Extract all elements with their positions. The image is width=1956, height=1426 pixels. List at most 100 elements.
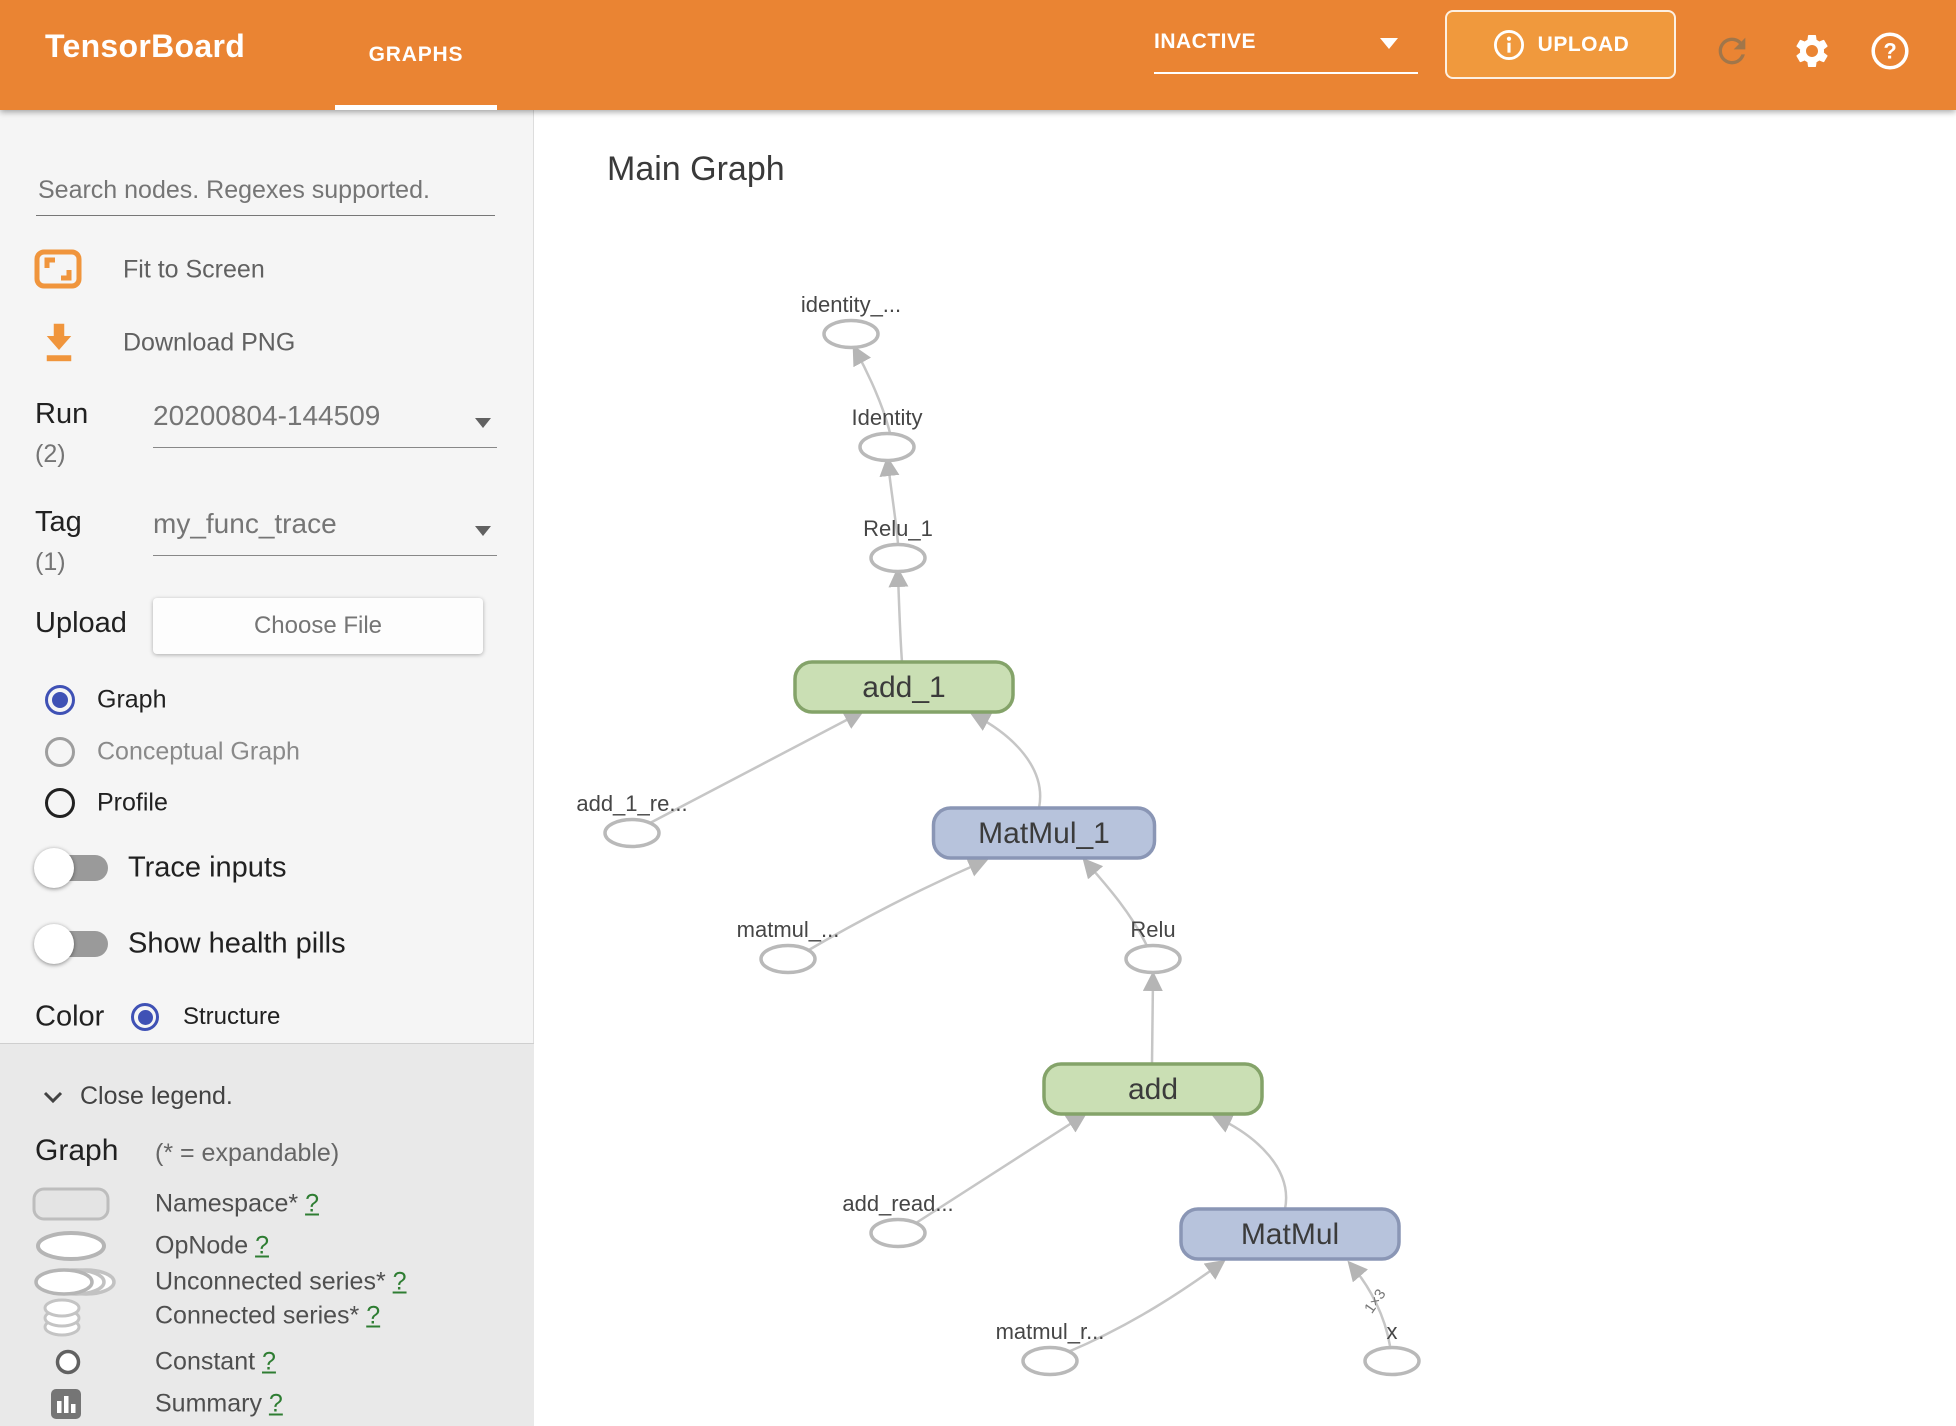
graph-node-matmul[interactable]: MatMul	[1179, 1207, 1401, 1261]
trace-inputs-label: Trace inputs	[128, 851, 287, 884]
view-radio-conceptual-graph-label: Conceptual Graph	[97, 737, 300, 766]
show-health-pills-toggle[interactable]: Show health pills	[0, 918, 534, 970]
chevron-down-icon	[475, 526, 491, 536]
toggle-off-icon	[34, 924, 108, 964]
graph-node-label: identity_...	[801, 292, 901, 317]
view-radio-graph-label: Graph	[97, 685, 167, 714]
upload-label: Upload	[35, 607, 127, 639]
graph-node-add-1[interactable]: add_1	[793, 660, 1015, 714]
unconnected-series-icon	[26, 1265, 116, 1299]
legend-item-label: Constant ?	[155, 1347, 276, 1376]
color-structure-radio[interactable]	[131, 1003, 159, 1031]
graph-node-add-1-read[interactable]: add_1_re...	[576, 791, 688, 849]
tag-select[interactable]: my_func_trace	[153, 508, 497, 556]
run-label: Run	[35, 398, 89, 430]
download-png-label: Download PNG	[123, 328, 296, 357]
tag-label: Tag	[35, 506, 82, 538]
svg-text:?: ?	[1883, 39, 1896, 64]
download-icon	[38, 320, 80, 371]
radio-unselected-icon	[45, 737, 75, 767]
app-title: TensorBoard	[45, 28, 246, 64]
graph-node-matmul-read-1[interactable]: matmul_...	[737, 917, 840, 975]
radio-selected-icon	[45, 685, 75, 715]
graph-node-relu[interactable]: Relu	[1124, 917, 1182, 975]
tab-graphs[interactable]: GRAPHS	[368, 43, 464, 66]
graph-node-x[interactable]: x	[1363, 1319, 1421, 1377]
view-radio-profile[interactable]: Profile	[0, 783, 534, 823]
graph-node-label: Relu	[1130, 917, 1175, 942]
close-legend-button[interactable]: Close legend.	[40, 1082, 233, 1111]
search-input[interactable]	[36, 166, 495, 216]
graph-edge-identity-to-identity-out	[852, 344, 892, 434]
help-link[interactable]: ?	[366, 1301, 381, 1330]
help-icon[interactable]: ?	[1868, 29, 1912, 73]
opnode-icon	[26, 1229, 116, 1263]
tag-select-value: my_func_trace	[153, 508, 337, 539]
graph-node-label: Identity	[852, 405, 923, 430]
refresh-icon[interactable]	[1710, 29, 1754, 73]
graph-node-label: add_read...	[842, 1191, 953, 1216]
close-legend-label: Close legend.	[80, 1082, 233, 1110]
graph-node-relu-1[interactable]: Relu_1	[863, 516, 933, 574]
legend-item-connected-series: Connected series* ?	[0, 1296, 534, 1337]
legend-item-label: Namespace* ?	[155, 1189, 319, 1218]
info-icon	[1492, 28, 1526, 62]
sidebar: Fit to Screen Download PNG Run (2) 20200…	[0, 110, 534, 1426]
graph-node-matmul-1[interactable]: MatMul_1	[931, 806, 1157, 860]
legend-heading: Graph	[35, 1134, 119, 1167]
graph-edge-x-to-matmul	[1347, 1260, 1392, 1347]
trace-inputs-toggle[interactable]: Trace inputs	[0, 842, 534, 894]
help-link[interactable]: ?	[305, 1189, 319, 1218]
run-count: (2)	[35, 440, 66, 468]
view-radio-profile-label: Profile	[97, 788, 168, 817]
graph-edge-relu-to-matmul-1	[1082, 857, 1149, 947]
status-dropdown-underline	[1154, 72, 1418, 74]
chevron-down-icon	[475, 418, 491, 428]
fit-to-screen-button[interactable]: Fit to Screen	[0, 247, 534, 293]
graph-edge-add-1-to-relu-1	[888, 567, 909, 663]
legend-item-label: Summary ?	[155, 1389, 283, 1418]
help-link[interactable]: ?	[255, 1231, 269, 1260]
chevron-down-icon	[40, 1086, 66, 1108]
graph-node-label: add_1	[862, 671, 945, 704]
status-dropdown[interactable]: INACTIVE	[1154, 22, 1418, 74]
computation-graph[interactable]: 1×3identity_...IdentityRelu_1add_1add_1_…	[534, 110, 1956, 1426]
app-header: TensorBoard GRAPHS INACTIVE UPLOAD	[0, 0, 1956, 110]
help-link[interactable]: ?	[268, 1389, 283, 1418]
upload-button[interactable]: UPLOAD	[1445, 10, 1676, 79]
graph-node-label: add	[1128, 1073, 1178, 1106]
tab-active-indicator	[335, 105, 497, 110]
gear-icon[interactable]	[1790, 29, 1834, 73]
graph-node-label: matmul_r...	[996, 1319, 1105, 1344]
graph-node-identity-out[interactable]: identity_...	[801, 292, 901, 350]
run-select[interactable]: 20200804-144509	[153, 400, 497, 448]
view-radio-conceptual-graph[interactable]: Conceptual Graph	[0, 732, 534, 772]
graph-node-identity[interactable]: Identity	[852, 405, 923, 463]
choose-file-button[interactable]: Choose File	[153, 598, 483, 654]
legend-item-label: OpNode ?	[155, 1231, 269, 1260]
chevron-down-icon	[1380, 38, 1398, 49]
upload-button-label: UPLOAD	[1537, 32, 1630, 56]
graph-edge-add-to-relu	[1142, 971, 1163, 1065]
legend-item-label: Connected series* ?	[155, 1301, 381, 1330]
legend-item-unconnected-series: Unconnected series* ?	[0, 1262, 534, 1302]
main-graph-title: Main Graph	[607, 150, 785, 188]
graph-node-add[interactable]: add	[1042, 1062, 1264, 1116]
help-link[interactable]: ?	[262, 1347, 276, 1376]
graph-node-add-read[interactable]: add_read...	[842, 1191, 954, 1249]
graph-edge-matmul-to-add	[1211, 1114, 1288, 1210]
graph-edge-add-read-to-add	[915, 1113, 1087, 1225]
legend-note: (* = expandable)	[155, 1139, 340, 1167]
help-link[interactable]: ?	[392, 1267, 407, 1296]
graph-node-matmul-read[interactable]: matmul_r...	[996, 1319, 1105, 1377]
legend-item-summary: Summary ?	[0, 1384, 534, 1424]
download-png-button[interactable]: Download PNG	[0, 320, 534, 366]
graph-node-label: x	[1387, 1319, 1398, 1344]
legend-panel: Close legend. Graph (* = expandable) Nam…	[0, 1043, 534, 1426]
color-structure-label: Structure	[183, 1003, 281, 1030]
graph-node-label: Relu_1	[863, 516, 933, 541]
fit-to-screen-label: Fit to Screen	[123, 255, 265, 284]
status-dropdown-value: INACTIVE	[1154, 30, 1257, 53]
view-radio-graph[interactable]: Graph	[0, 680, 534, 720]
